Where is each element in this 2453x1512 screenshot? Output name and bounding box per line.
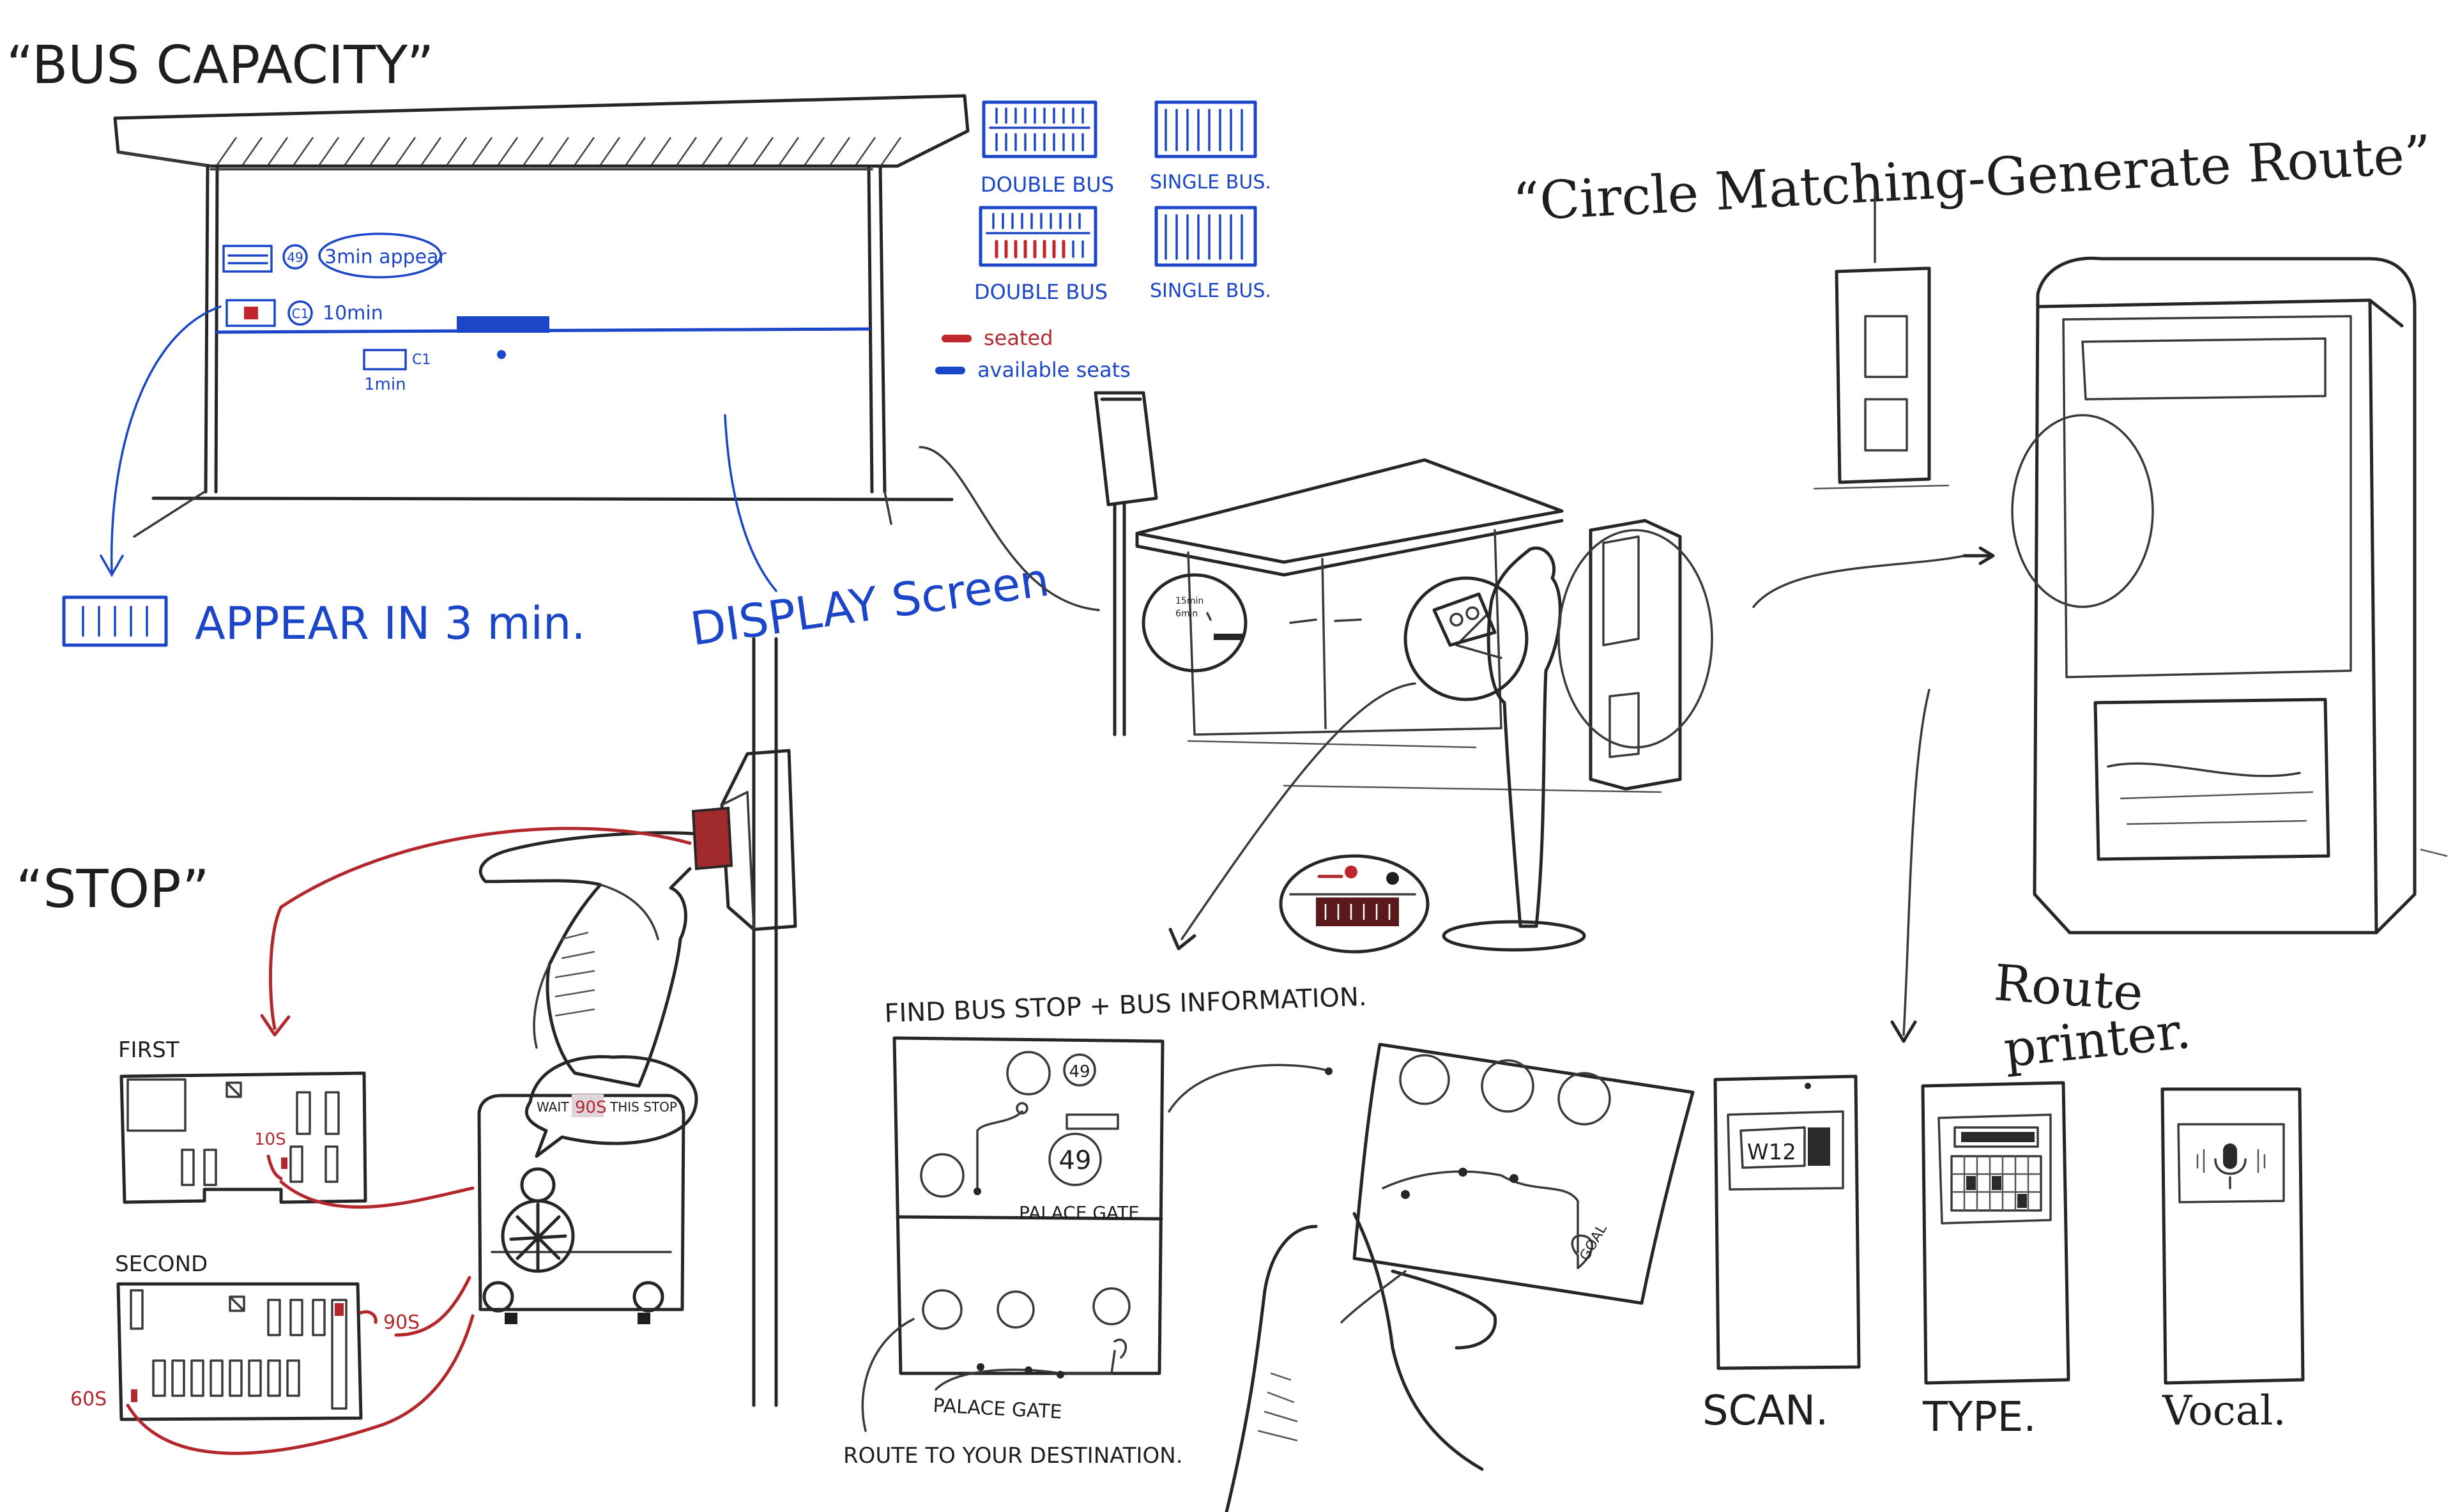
find-panel-caption: ROUTE TO YOUR DESTINATION. <box>843 1443 1183 1469</box>
microphone-icon <box>2196 1143 2266 1189</box>
row3-note: 1min <box>364 375 406 394</box>
legend-single-bus-2: SINGLE BUS. <box>1150 280 1271 302</box>
route-49-circle: 49 <box>1059 1146 1092 1175</box>
person-icon <box>1486 546 1562 928</box>
bus-icon-row3 <box>363 349 407 370</box>
connector-kiosk <box>1752 554 1966 608</box>
circle-matching-section: “Circle Matching-Generate Route” 15min 6… <box>919 125 2448 1043</box>
legend-single-bus-1: SINGLE BUS. <box>1150 171 1271 194</box>
legend-seated: seated <box>984 326 1053 350</box>
svg-text:6min: 6min <box>1175 609 1198 619</box>
vocal-label: Vocal. <box>2162 1387 2286 1435</box>
legend-double-bus-2: DOUBLE BUS <box>974 280 1108 304</box>
keyboard-icon <box>1950 1155 2042 1212</box>
roof-hatching <box>216 137 902 165</box>
row3-route: C1 <box>412 352 431 368</box>
qr-scan-icon <box>1739 1126 1806 1169</box>
hand-holding-card: GOAL <box>1168 1042 1695 1512</box>
bus-icon-row2 <box>225 299 276 327</box>
red-connector-3 <box>126 1314 475 1455</box>
timer-first: 10S <box>254 1130 286 1149</box>
vocal-option: Vocal. <box>2160 1087 2305 1435</box>
appear-in-3min-label: APPEAR IN 3 min. <box>195 597 586 650</box>
stop-button-pole <box>691 637 797 1407</box>
wall-panel <box>1813 266 1950 490</box>
stop-red-arrow <box>268 827 692 1030</box>
legend-double-bus-1: DOUBLE BUS <box>981 172 1114 197</box>
display-screen-bar <box>457 316 549 333</box>
find-panel-title: FIND BUS STOP + BUS INFORMATION. <box>884 982 1368 1028</box>
double-bus-icon-1 <box>982 100 1097 158</box>
red-connector-2 <box>394 1276 471 1337</box>
arrow-to-printer <box>1902 689 1930 1036</box>
held-card <box>1432 592 1497 647</box>
stop-section: “STOP” FIRST <box>16 637 797 1455</box>
single-bus-icon-2 <box>1154 206 1257 267</box>
display-screen-arrow <box>724 414 777 592</box>
single-bus-icon-1 <box>1154 100 1257 158</box>
timer-third: 60S <box>70 1388 107 1410</box>
svg-text:15min: 15min <box>1175 596 1204 606</box>
bubble-time: 90S <box>575 1098 607 1117</box>
legend-available: available seats <box>977 358 1131 382</box>
appear-callout: APPEAR IN 3 min. <box>62 595 586 650</box>
goal-label: GOAL <box>1577 1221 1611 1264</box>
caption-leader <box>861 1318 915 1432</box>
bus-capacity-section: “BUS CAPACITY” <box>6 35 1271 656</box>
bus-icon-row1 <box>222 245 273 273</box>
stop-name-2: PALACE GATE <box>933 1394 1063 1424</box>
speech-bubble <box>524 1055 698 1158</box>
second-floor-plan: SECOND 90S 60S <box>70 1251 420 1421</box>
location-pin-icon <box>1113 1338 1127 1359</box>
connector-screen <box>919 446 1100 611</box>
red-connector-1 <box>279 1180 475 1209</box>
find-bus-stop-section: FIND BUS STOP + BUS INFORMATION. 49 49 P… <box>843 982 1695 1512</box>
bus-capacity-title: “BUS CAPACITY” <box>6 35 434 96</box>
stop-title: “STOP” <box>16 859 210 920</box>
bus-shelter-perspective: 15min 6min <box>1135 458 1662 793</box>
double-bus-icon-2 <box>979 206 1097 267</box>
stop-name-1: PALACE GATE <box>1019 1202 1140 1223</box>
circle-matching-title: “Circle Matching-Generate Route” <box>1511 125 2433 233</box>
scan-label: SCAN. <box>1702 1387 1828 1435</box>
type-label: TYPE. <box>1922 1394 2037 1441</box>
route-49-badge: 49 <box>287 250 303 265</box>
first-floor-plan: FIRST 10S <box>118 1037 367 1204</box>
stop-display-box: WAIT 90S THIS STOP <box>477 1055 698 1324</box>
type-option: TYPE. <box>1921 1081 2070 1441</box>
find-map-panel: 49 49 PALACE GATE PALACE GATE <box>892 1036 1165 1424</box>
route-card <box>1352 1042 1695 1305</box>
svg-text:49: 49 <box>1069 1062 1090 1081</box>
timer-second: 90S <box>383 1311 420 1334</box>
arrow-to-find <box>1181 682 1416 940</box>
row1-note: 3min appear <box>325 246 447 268</box>
bubble-prefix: WAIT <box>537 1099 569 1115</box>
second-label: SECOND <box>115 1251 208 1277</box>
shelter-display-rows: 49 3min appear C1 10min C1 1min <box>222 233 447 394</box>
bubble-suffix: THIS STOP <box>609 1099 677 1115</box>
first-label: FIRST <box>118 1037 180 1063</box>
bus-shelter-large <box>113 94 970 538</box>
hand-icon <box>478 831 695 1088</box>
floor-seat-indicator <box>1279 854 1430 954</box>
hand-pressing <box>478 831 695 1088</box>
scan-screen-text: W12 <box>1747 1140 1796 1165</box>
route-printer-title-1: Route <box>1992 954 2145 1022</box>
card-connector <box>1168 1064 1327 1113</box>
display-screen-label: DISPLAY Screen <box>687 553 1053 656</box>
kiosk-large <box>2011 256 2448 935</box>
row2-note: 10min <box>323 302 383 325</box>
appear-arrow <box>110 305 222 573</box>
person-figure <box>1403 546 1586 952</box>
route-sign-board <box>1094 391 1158 737</box>
kiosk-small <box>1557 519 1713 791</box>
route-printer-section: Route printer. W12 SCAN. TYPE <box>1702 954 2305 1441</box>
scan-option: W12 SCAN. <box>1702 1074 1861 1435</box>
route-c1-badge: C1 <box>292 306 309 321</box>
bus-capacity-legend: DOUBLE BUS SINGLE BUS. DOUBLE BUS SINGLE… <box>935 100 1271 382</box>
